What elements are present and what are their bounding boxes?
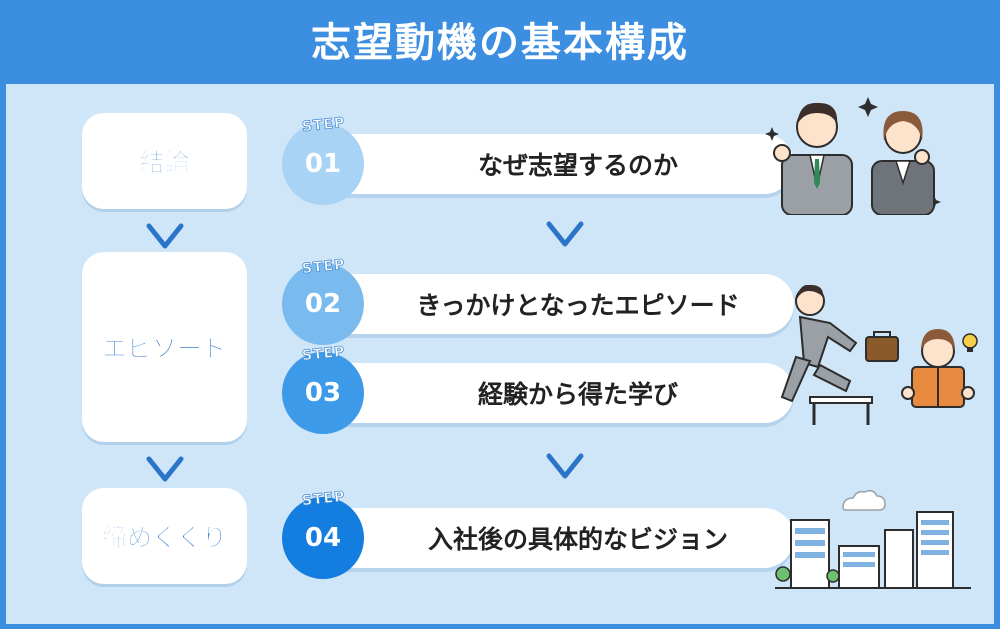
step-bar-03: 経験から得た学び xyxy=(322,363,794,423)
running-businessman-illustration xyxy=(780,285,978,425)
step-text-01: なぜ志望するのか xyxy=(477,151,678,180)
city-buildings-illustration xyxy=(775,489,971,589)
label-conclusion: 結論 xyxy=(139,143,190,179)
label-box-closing: 締めくくり xyxy=(82,488,247,584)
label-closing: 締めくくり xyxy=(102,518,228,554)
arrow-down-icon xyxy=(546,221,584,247)
lightbulb-icon xyxy=(962,333,978,352)
step-number-03: 03 xyxy=(304,378,342,408)
step-bar-04: 入社後の具体的なビジョン xyxy=(322,508,794,568)
cloud-icon xyxy=(842,489,886,511)
step-circle-03: 03 xyxy=(282,352,364,434)
label-episode: エピソード xyxy=(102,329,228,365)
step-text-04: 入社後の具体的なビジョン xyxy=(427,525,728,554)
step-number-02: 02 xyxy=(304,289,342,319)
step-circle-01: 01 xyxy=(282,123,364,205)
business-people-illustration xyxy=(765,97,941,215)
step-text-02: きっかけとなったエピソード xyxy=(416,291,740,320)
step-text-03: 経験から得た学び xyxy=(477,380,678,409)
step-bar-02: きっかけとなったエピソード xyxy=(322,274,794,334)
arrow-down-icon xyxy=(546,453,584,479)
label-box-conclusion: 結論 xyxy=(82,113,247,209)
label-box-episode: エピソード xyxy=(82,252,247,442)
arrow-down-icon xyxy=(146,456,184,482)
reading-student-illustration xyxy=(901,329,975,408)
arrow-down-icon xyxy=(146,223,184,249)
step-number-04: 04 xyxy=(304,523,342,553)
step-circle-02: 02 xyxy=(282,263,364,345)
step-circle-04: 04 xyxy=(282,497,364,579)
page-title: 志望動機の基本構成 xyxy=(311,20,689,66)
step-bar-01: なぜ志望するのか xyxy=(322,134,794,194)
step-number-01: 01 xyxy=(304,149,342,179)
